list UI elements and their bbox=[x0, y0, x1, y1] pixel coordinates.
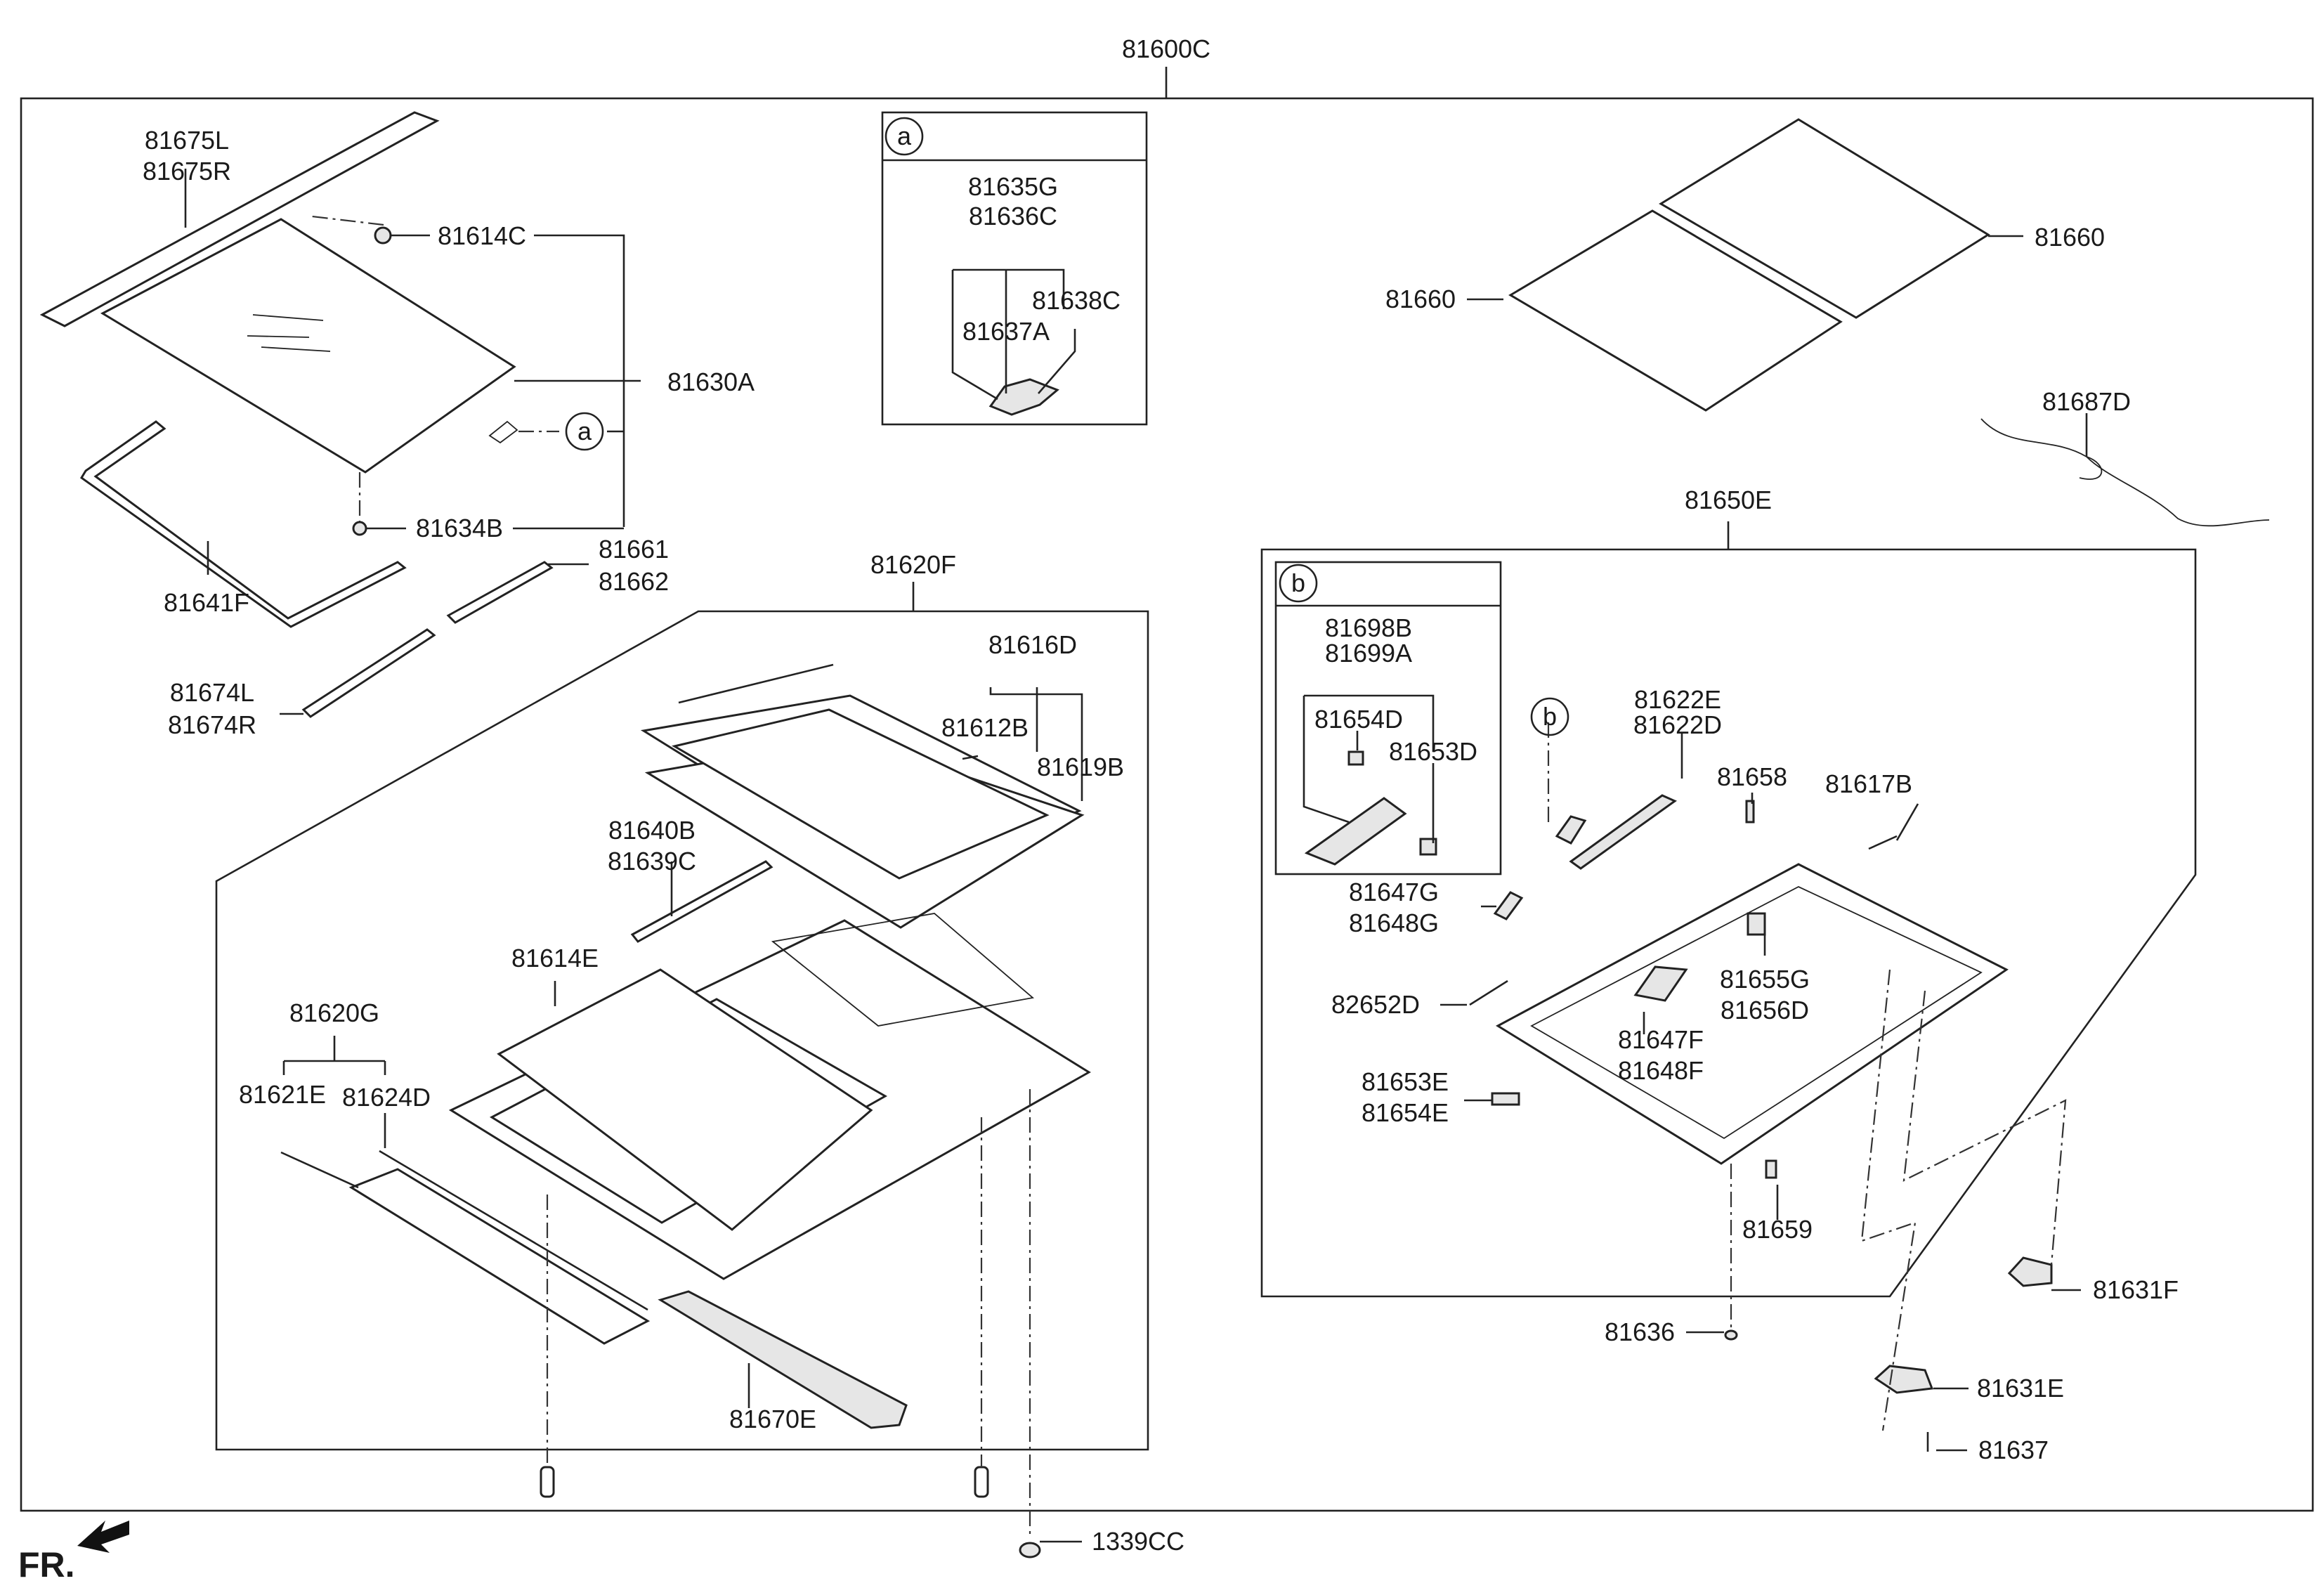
label-81636: 81636 bbox=[1605, 1317, 1675, 1346]
label-81662: 81662 bbox=[599, 567, 669, 596]
nut-81634B bbox=[352, 521, 367, 536]
ref-b-detail-label: b bbox=[1291, 568, 1305, 597]
label-81622D: 81622D bbox=[1633, 710, 1722, 739]
frames bbox=[20, 67, 2314, 1512]
label-82652D: 82652D bbox=[1331, 990, 1420, 1019]
label-81674R: 81674R bbox=[168, 710, 256, 739]
label-81661: 81661 bbox=[599, 535, 669, 564]
pin-left bbox=[540, 1466, 555, 1498]
pin-right bbox=[974, 1466, 989, 1498]
label-81656D: 81656D bbox=[1721, 996, 1809, 1024]
roof-moulding-81675 bbox=[39, 111, 440, 327]
label-81622E: 81622E bbox=[1634, 685, 1721, 714]
ref-circle-b-main bbox=[1530, 697, 1569, 736]
label-81675L: 81675L bbox=[145, 126, 229, 155]
leader-lines bbox=[184, 169, 2088, 1543]
label-81619B: 81619B bbox=[1037, 753, 1124, 781]
label-81640B: 81640B bbox=[608, 816, 696, 845]
rear-glass-81621E bbox=[348, 1168, 651, 1345]
label-81631F: 81631F bbox=[2093, 1275, 2179, 1304]
moulding-81674 bbox=[301, 628, 436, 718]
label-1339CC: 1339CC bbox=[1092, 1527, 1184, 1556]
label-81658: 81658 bbox=[1717, 762, 1787, 791]
ref-b-label: b bbox=[1543, 702, 1557, 731]
wiring-harness-81687D bbox=[1980, 418, 2270, 527]
label-81631E: 81631E bbox=[1977, 1374, 2064, 1402]
front-label: FR. bbox=[18, 1545, 75, 1584]
label-81624D: 81624D bbox=[342, 1083, 431, 1112]
label-81687D: 81687D bbox=[2042, 387, 2131, 416]
ref-circle-a-main bbox=[565, 412, 604, 451]
label-81637A: 81637A bbox=[962, 317, 1050, 346]
label-81614E: 81614E bbox=[511, 944, 599, 972]
label-81638C: 81638C bbox=[1032, 286, 1121, 315]
deflector-81640B bbox=[630, 860, 773, 943]
label-81648F: 81648F bbox=[1618, 1056, 1704, 1085]
label-81630A: 81630A bbox=[667, 367, 755, 396]
ref-a-label: a bbox=[577, 417, 592, 445]
sunshade-81660-right bbox=[1659, 118, 1990, 319]
part-drawings bbox=[39, 111, 2270, 1558]
label-81654E: 81654E bbox=[1362, 1098, 1449, 1127]
front-arrow-icon bbox=[77, 1521, 129, 1553]
label-81653E: 81653E bbox=[1362, 1067, 1449, 1096]
ref-a-detail-label: a bbox=[897, 122, 912, 150]
label-81617B: 81617B bbox=[1825, 769, 1912, 798]
label-81699A: 81699A bbox=[1325, 639, 1412, 668]
label-81647G: 81647G bbox=[1349, 878, 1439, 906]
nut-1339CC bbox=[1019, 1542, 1041, 1558]
front-direction-indicator: FR. bbox=[18, 1521, 129, 1584]
label-81648G: 81648G bbox=[1349, 909, 1439, 937]
label-81616D: 81616D bbox=[988, 630, 1077, 659]
glass-roof-panel-frame bbox=[215, 610, 1149, 1451]
label-81660-left: 81660 bbox=[1385, 285, 1456, 313]
label-81636C: 81636C bbox=[969, 202, 1057, 230]
label-81639C: 81639C bbox=[608, 847, 696, 876]
cross-member-81670E bbox=[658, 1290, 908, 1429]
label-81674L: 81674L bbox=[170, 678, 254, 707]
label-81600C: 81600C bbox=[1122, 34, 1210, 63]
sunroof-frame-81650E bbox=[1495, 863, 2009, 1165]
label-81654D: 81654D bbox=[1314, 705, 1403, 734]
label-81634B: 81634B bbox=[416, 514, 503, 542]
sunroof-frame-assembly-frame bbox=[1260, 548, 2197, 1298]
label-81698B: 81698B bbox=[1325, 613, 1412, 642]
detail-a-box bbox=[881, 111, 1148, 426]
label-81614C: 81614C bbox=[438, 221, 526, 250]
detail-b-box bbox=[1274, 561, 1502, 876]
reference-circles: a a b b bbox=[565, 117, 1569, 736]
label-81612B: 81612B bbox=[941, 713, 1029, 742]
label-81659: 81659 bbox=[1742, 1215, 1813, 1244]
part-labels: 81600C 81675L 81675R 81614C 81630A 81634… bbox=[143, 34, 2179, 1556]
ref-circle-b-detail bbox=[1279, 564, 1318, 603]
label-81660-right: 81660 bbox=[2035, 223, 2105, 252]
label-81675R: 81675R bbox=[143, 157, 231, 186]
label-81637: 81637 bbox=[1978, 1436, 2049, 1464]
label-81653D: 81653D bbox=[1389, 737, 1477, 766]
seal-ring-81614E bbox=[497, 968, 873, 1231]
label-81655G: 81655G bbox=[1720, 965, 1810, 994]
label-81620F: 81620F bbox=[870, 550, 956, 579]
label-81641F: 81641F bbox=[164, 588, 249, 617]
label-81620G: 81620G bbox=[289, 998, 379, 1027]
label-81670E: 81670E bbox=[729, 1405, 816, 1433]
glass-panel-81630A bbox=[100, 218, 516, 474]
weatherstrip-81641F bbox=[79, 420, 407, 628]
ref-circle-a-detail bbox=[884, 117, 924, 156]
moulding-81661 bbox=[446, 561, 554, 624]
label-81635G: 81635G bbox=[968, 172, 1058, 201]
label-81621E: 81621E bbox=[239, 1080, 326, 1109]
label-81650E: 81650E bbox=[1685, 486, 1772, 514]
clip-81614C bbox=[374, 226, 392, 245]
label-81647F: 81647F bbox=[1618, 1025, 1704, 1054]
